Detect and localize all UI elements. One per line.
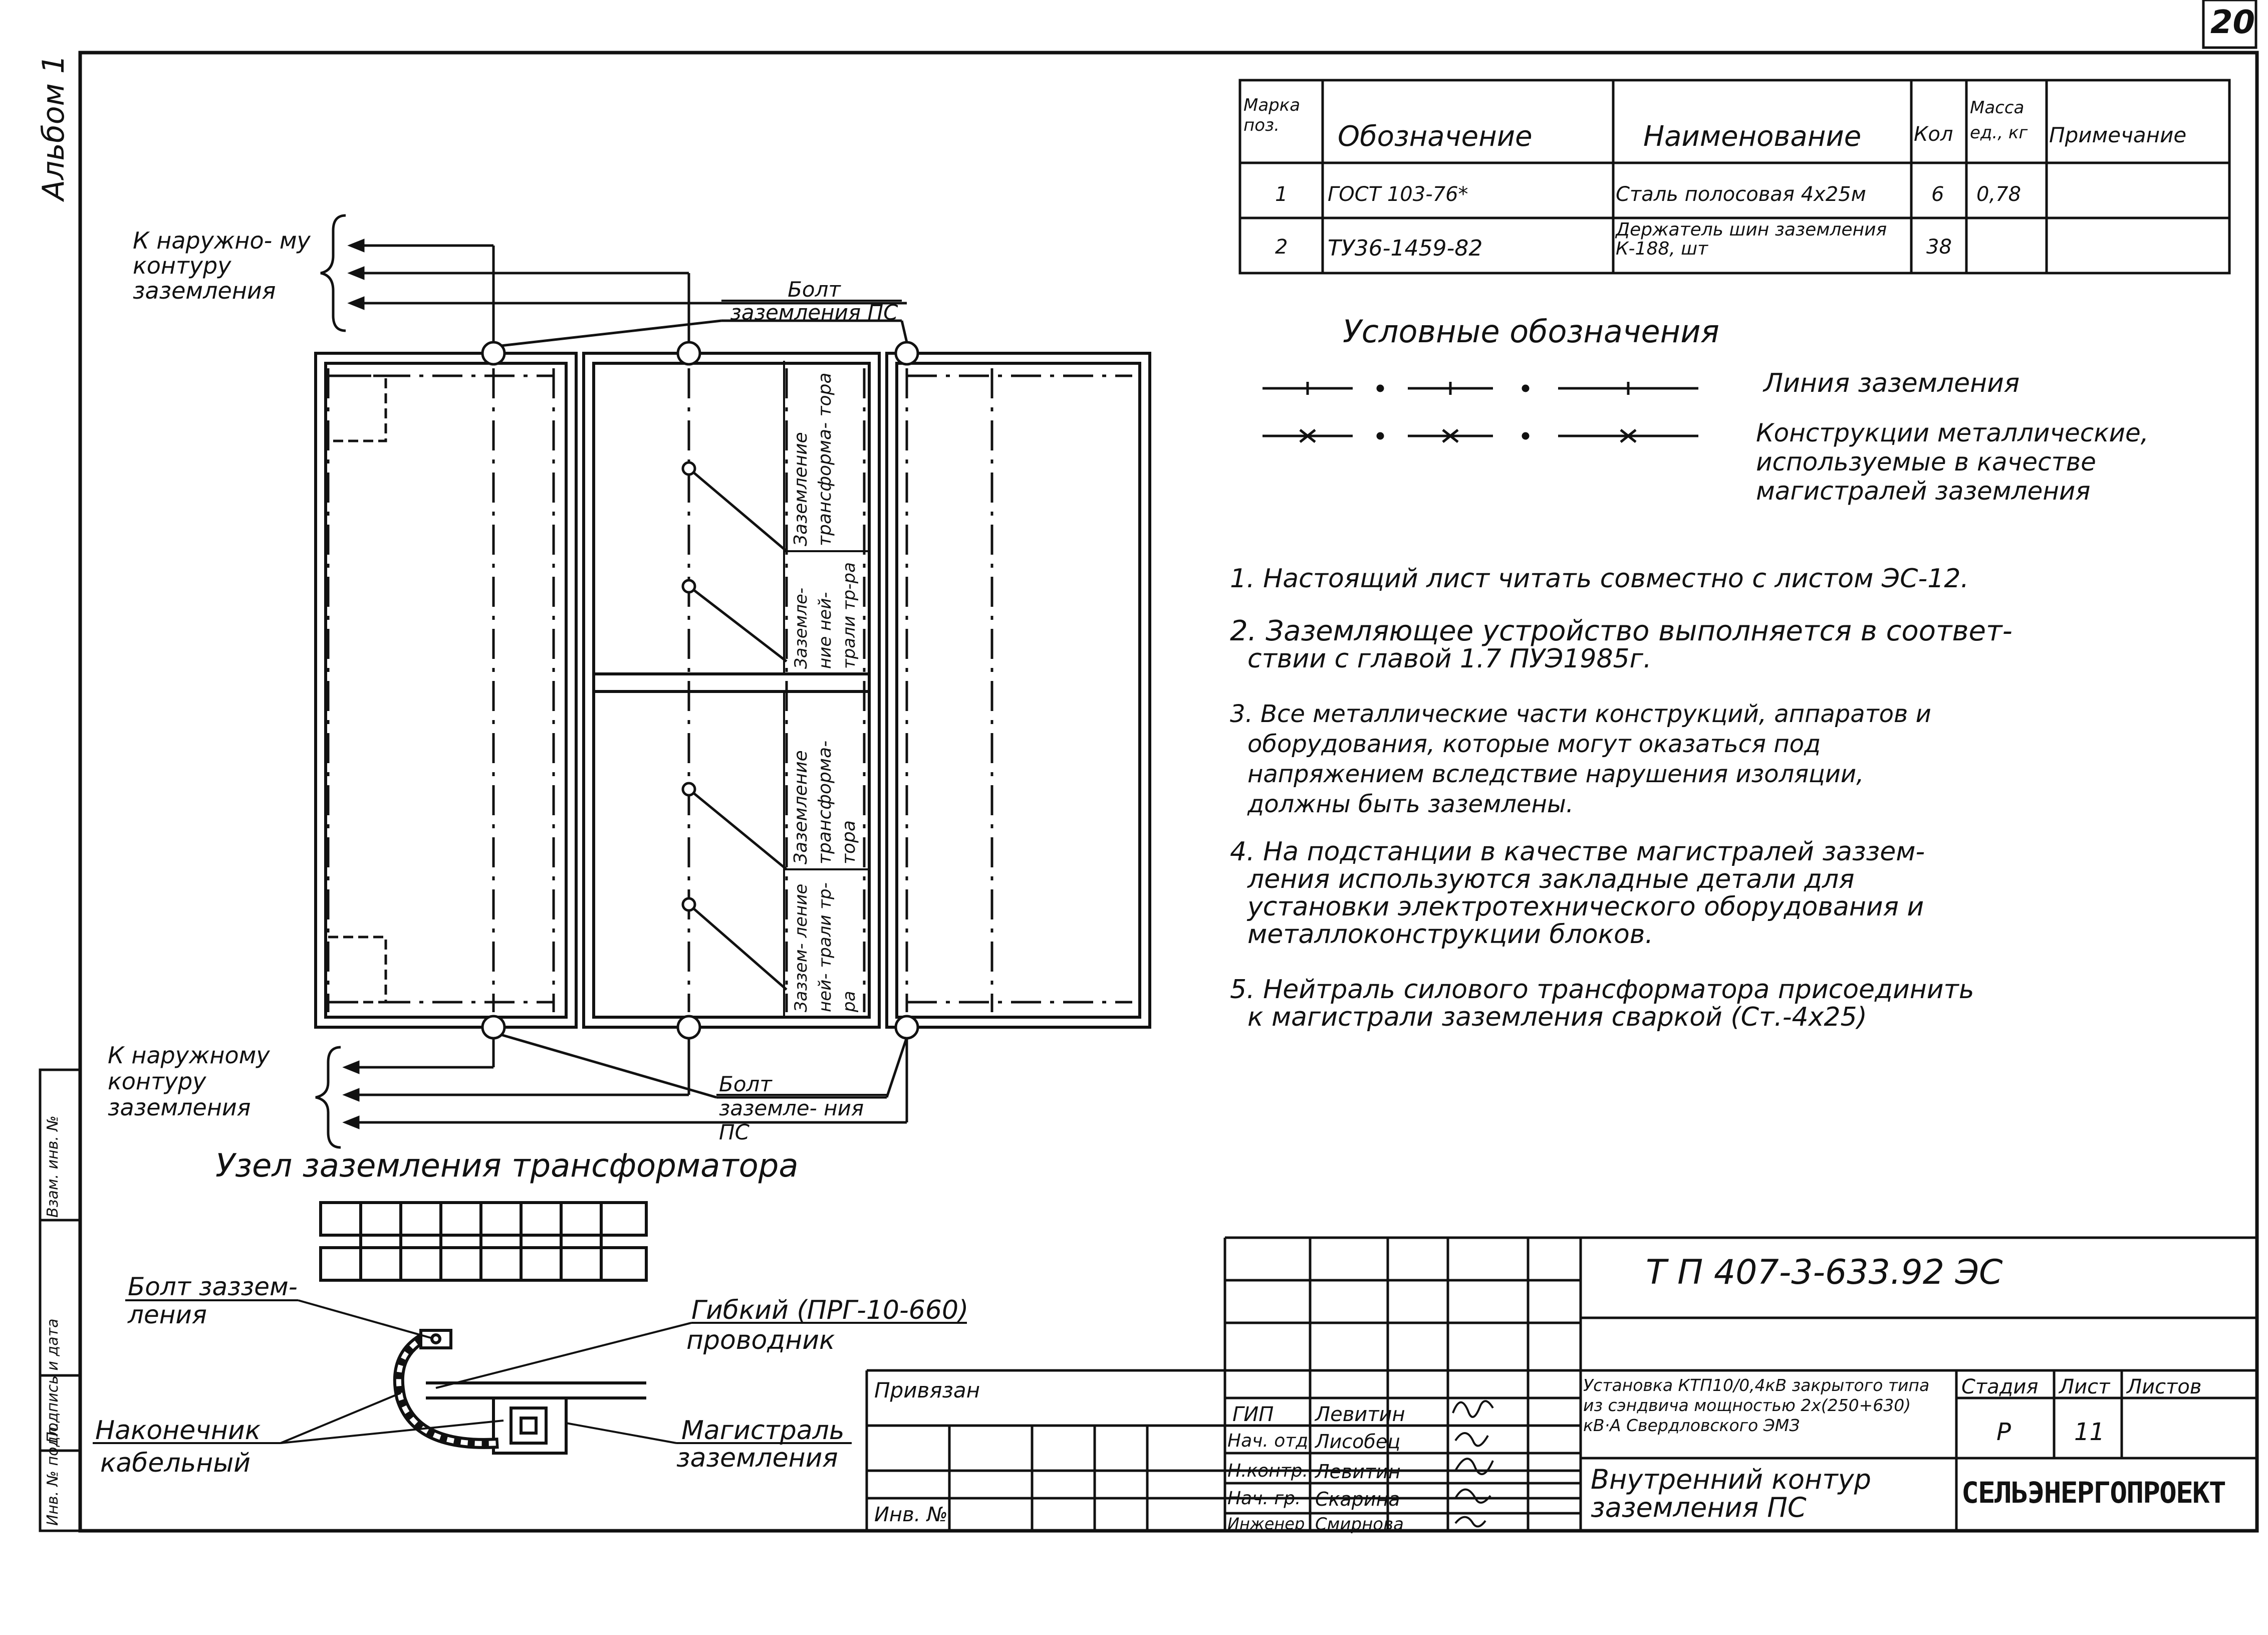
detail-node-drawing (319, 1201, 649, 1455)
note-3b: оборудования, которые могут оказаться по… (1247, 730, 1821, 758)
organization-name: СЕЛЬЭНЕРГОПРОЕКТ (1961, 1476, 2226, 1510)
note-3c: напряжением вследствие нарушения изоляци… (1247, 760, 1864, 788)
outer-loop-bottom-label: К наружному контуру заземления (108, 1042, 270, 1121)
spec-header-mass: Масса ед., кг (1970, 98, 2028, 143)
cell-label-neutral-1: Заземле- ние ней- трали тр-ра (791, 562, 859, 669)
sheet-value: 11 (2074, 1418, 2105, 1446)
detail-main-label-2: заземления (676, 1443, 838, 1473)
role-gip: ГИП (1232, 1403, 1274, 1426)
detail-main-label: Магистраль (681, 1416, 845, 1446)
title-block-grid (865, 1236, 2257, 1531)
legend-item-2: Конструкции металлические, используемые … (1756, 418, 2149, 506)
cell-label-dividers (783, 361, 869, 1017)
note-2a: 2. Заземляющее устройство выполняется в … (1230, 615, 2012, 647)
detail-flexible-label-2: проводник (686, 1325, 835, 1355)
outer-loop-top-arrows (347, 239, 908, 347)
cell-label-transformer-1: Заземление трансформа- тора (791, 372, 835, 546)
album-label: Альбом 1 (36, 55, 71, 200)
spec-row2-designation: ТУ36-1459-82 (1328, 236, 1483, 261)
detail-title: Узел заземления трансформатора (215, 1147, 799, 1185)
note-1: 1. Настоящий лист читать совместно с лис… (1230, 564, 1969, 594)
side-stamp-replace: Взам. инв. № (44, 1115, 62, 1218)
name-gip: Левитин (1315, 1403, 1405, 1426)
detail-lug-label-2: кабельный (100, 1448, 251, 1478)
role-norm-control: Н.контр. (1227, 1461, 1309, 1481)
inv-no-label: Инв. № (874, 1503, 948, 1526)
plan-cells (314, 352, 1151, 1029)
cell-label-transformer-2: Заземление трансформа- тора (791, 740, 859, 864)
detail-flexible-label: Гибкий (ПРГ-10-660) (691, 1295, 969, 1325)
legend-metal-structure-line (1263, 429, 1698, 443)
legend-item-1: Линия заземления (1763, 368, 2020, 398)
stage-header: Стадия (1961, 1375, 2039, 1398)
page-number-box (2202, 0, 2257, 49)
role-group-head: Нач. гр. (1227, 1488, 1301, 1509)
note-3d: должны быть заземлены. (1247, 790, 1574, 818)
project-name: Установка КТП10/0,4кВ закрытого типа из … (1583, 1375, 1930, 1435)
note-5b: к магистрали заземления сваркой (Ст.-4х2… (1247, 1002, 1867, 1032)
name-norm-control: Левитин (1315, 1461, 1401, 1483)
spec-row1-qty: 6 (1931, 183, 1944, 206)
name-dept-head: Лисобец (1315, 1431, 1401, 1453)
name-group-head: Скарина (1315, 1488, 1400, 1510)
note-3a: 3. Все металлические части конструкций, … (1230, 700, 1931, 728)
note-2b: ствии с главой 1.7 ПУЭ1985г. (1247, 644, 1652, 674)
spec-header-qty: Кол (1914, 123, 1953, 146)
note-4a: 4. На подстанции в качестве магистралей … (1230, 837, 1925, 867)
transformer-grounding-leads (681, 461, 788, 991)
spec-header-name: Наименование (1643, 120, 1862, 153)
bolt-bottom-label: Болт заземле- ния ПС (719, 1072, 864, 1144)
side-stamp-signature: Подпись и дата (44, 1318, 62, 1444)
spec-row1-mass: 0,78 (1976, 183, 2022, 206)
legend-grounding-line (1263, 382, 1698, 395)
role-engineer: Инженер (1227, 1514, 1305, 1533)
note-4c: установки электротехнического оборудован… (1247, 892, 1924, 922)
name-engineer: Смирнова (1315, 1514, 1404, 1534)
spec-row1-designation: ГОСТ 103-76* (1328, 183, 1468, 206)
detail-leader-lines (93, 1299, 967, 1444)
sheet-header: Лист (2059, 1375, 2110, 1398)
plan-small-frames (328, 374, 387, 1004)
spec-header-note: Примечание (2049, 123, 2187, 147)
outer-loop-bottom-arrows (342, 1033, 908, 1129)
spec-header-designation: Обозначение (1338, 120, 1533, 153)
attached-label: Привязан (874, 1378, 980, 1403)
note-4d: металлоконструкции блоков. (1247, 919, 1653, 950)
doc-code: Т П 407-3-633.92 ЭС (1646, 1253, 2003, 1292)
detail-bolt-label: Болт заззем- ления (128, 1272, 298, 1329)
drawing-title: Внутренний контур заземления ПС (1591, 1464, 1871, 1523)
spec-row2-mark: 2 (1275, 236, 1288, 259)
detail-lug-label: Наконечник (95, 1416, 261, 1446)
page-number: 20 (2210, 4, 2255, 41)
legend-title: Условные обозначения (1343, 313, 1719, 350)
role-dept-head: Нач. отд. (1227, 1431, 1314, 1451)
plan-braces (315, 214, 346, 1149)
stage-value: Р (1996, 1418, 2011, 1446)
outer-loop-top-label: К наружно- му контуру заземления (133, 227, 311, 304)
note-4b: ления используются закладные детали для (1247, 864, 1855, 894)
sheet-frame (78, 51, 2259, 1533)
cell-label-neutral-2: Заззем- ление ней- трали тр-ра (791, 882, 859, 1012)
plan-label-underlines (716, 300, 902, 1096)
spec-row2-name: Держатель шин заземления К-188, шт (1616, 219, 1887, 259)
spec-row1-name: Сталь полосовая 4х25м (1616, 183, 1866, 206)
spec-row1-mark: 1 (1275, 183, 1288, 206)
side-stamp (39, 1068, 82, 1532)
plan-grounding-lines (327, 368, 1132, 1012)
note-5a: 5. Нейтраль силового трансформатора прис… (1230, 975, 1974, 1005)
sheets-header: Листов (2127, 1375, 2202, 1398)
spec-row2-qty: 38 (1926, 236, 1952, 259)
spec-table-grid (1238, 79, 2231, 275)
spec-header-mark: Марка поз. (1243, 95, 1301, 135)
bolt-top-label: Болт заземления ПС (730, 277, 898, 325)
